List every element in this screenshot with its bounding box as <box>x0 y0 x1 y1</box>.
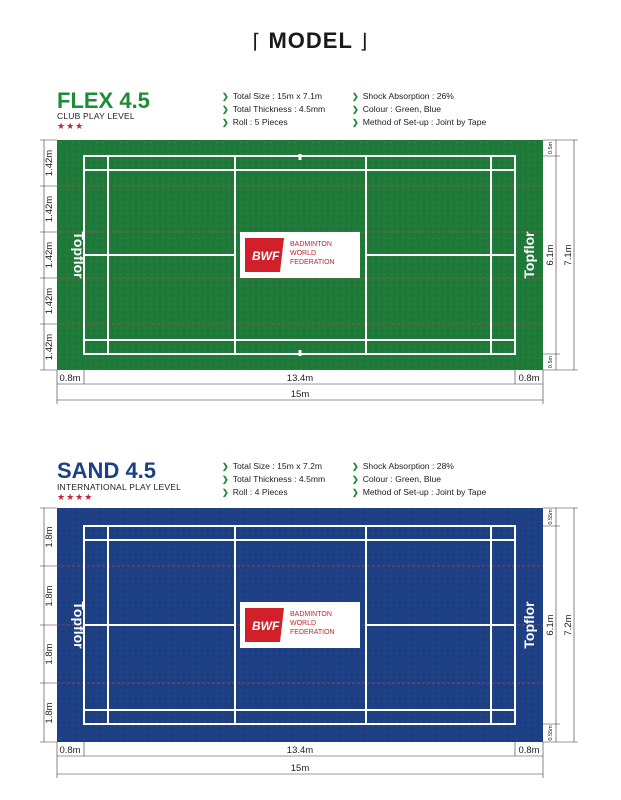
brand-right: Topflor <box>521 231 537 279</box>
chevron-right-icon: ❯ <box>352 475 359 484</box>
bwf-logo-text: BWF <box>252 249 280 263</box>
flex-specs-left: ❯Total Size : 15m x 7.1m ❯Total Thicknes… <box>222 90 325 129</box>
chevron-right-icon: ❯ <box>352 118 359 127</box>
right-dim-bottom: 0.55m <box>548 725 554 741</box>
bottom-dim-center: 13.4m <box>287 745 313 756</box>
spec-setup: Method of Set-up : Joint by Tape <box>362 117 487 127</box>
left-dim-5: 1.42m <box>44 334 55 360</box>
bottom-dim-center: 13.4m <box>287 373 313 384</box>
spec-shock: Shock Absorption : 28% <box>362 461 454 471</box>
right-dim-bottom: 0.5m <box>548 355 554 368</box>
bwf-line3: FEDERATION <box>290 259 335 266</box>
spec-total-size: Total Size : 15m x 7.2m <box>232 461 323 471</box>
bwf-logo-shape <box>245 238 284 272</box>
bwf-line2: WORLD <box>290 620 316 627</box>
page-title-text: MODEL <box>268 28 353 53</box>
outer-width-dim: 7.2m <box>563 614 574 635</box>
bottom-dim-left: 0.8m <box>59 373 80 384</box>
total-length-dim: 15m <box>291 389 310 400</box>
chevron-right-icon: ❯ <box>352 462 359 471</box>
right-dim-lines <box>543 507 578 743</box>
bottom-dim-left: 0.8m <box>59 745 80 756</box>
bottom-dim-lines <box>56 742 544 778</box>
spec-setup: Method of Set-up : Joint by Tape <box>362 487 487 497</box>
bwf-line1: BADMINTON <box>290 241 332 248</box>
chevron-right-icon: ❯ <box>222 475 229 484</box>
left-dim-2: 1.42m <box>44 196 55 222</box>
left-dim-4: 1.8m <box>44 702 55 723</box>
chevron-right-icon: ❯ <box>222 462 229 471</box>
sand-specs-right: ❯Shock Absorption : 28% ❯Colour : Green,… <box>352 460 486 499</box>
total-length-dim: 15m <box>291 763 310 774</box>
court-lines <box>83 154 516 356</box>
left-dim-lines <box>40 139 57 371</box>
chevron-right-icon: ❯ <box>352 92 359 101</box>
left-dim-2: 1.8m <box>44 585 55 606</box>
bwf-logo-shape <box>245 608 284 642</box>
spec-total-size: Total Size : 15m x 7.1m <box>232 91 323 101</box>
flex-model-name: FLEX 4.5 <box>57 88 150 113</box>
court-lines <box>83 525 516 725</box>
right-dim-top: 0.55m <box>548 509 554 525</box>
sand-stars: ★★★★ <box>57 492 94 502</box>
spec-thickness: Total Thickness : 4.5mm <box>232 474 326 484</box>
left-dim-1: 1.42m <box>44 150 55 176</box>
inner-width-dim: 6.1m <box>545 244 556 265</box>
sand-court-diagram: BWF BADMINTON WORLD FEDERATION Topflor T… <box>0 502 621 792</box>
chevron-right-icon: ❯ <box>222 105 229 114</box>
bracket-close: ⌋ <box>359 31 369 53</box>
flex-court-svg: BWF BADMINTON WORLD FEDERATION Topflor T… <box>40 139 578 404</box>
brand-left: Topflor <box>71 231 87 279</box>
chevron-right-icon: ❯ <box>222 488 229 497</box>
bottom-dim-right: 0.8m <box>518 745 539 756</box>
flex-court-diagram: BWF BADMINTON WORLD FEDERATION Topflor T… <box>0 134 621 414</box>
brand-right: Topflor <box>521 601 537 649</box>
left-dim-3: 1.8m <box>44 643 55 664</box>
outer-width-dim: 7.1m <box>563 244 574 265</box>
bottom-dim-lines <box>56 370 544 404</box>
sand-play-level: INTERNATIONAL PLAY LEVEL <box>57 482 181 492</box>
spec-roll: Roll : 5 Pieces <box>232 117 288 127</box>
chevron-right-icon: ❯ <box>352 105 359 114</box>
spec-colour: Colour : Green, Blue <box>362 104 442 114</box>
flex-stars: ★★★ <box>57 121 85 131</box>
right-dim-lines <box>543 139 578 371</box>
bracket-open: ⌈ <box>252 31 262 53</box>
bwf-line2: WORLD <box>290 250 316 257</box>
sand-specs-left: ❯Total Size : 15m x 7.2m ❯Total Thicknes… <box>222 460 325 499</box>
spec-thickness: Total Thickness : 4.5mm <box>232 104 326 114</box>
bwf-logo-text: BWF <box>252 619 280 633</box>
sand-model-name: SAND 4.5 <box>57 458 157 483</box>
inner-width-dim: 6.1m <box>545 614 556 635</box>
chevron-right-icon: ❯ <box>222 92 229 101</box>
flex-play-level: CLUB PLAY LEVEL <box>57 111 135 121</box>
left-dim-3: 1.42m <box>44 242 55 268</box>
sand-court-svg: BWF BADMINTON WORLD FEDERATION Topflor T… <box>40 507 578 778</box>
chevron-right-icon: ❯ <box>222 118 229 127</box>
brand-left: Topflor <box>71 601 87 649</box>
flex-specs-right: ❯Shock Absorption : 26% ❯Colour : Green,… <box>352 90 486 129</box>
left-dim-lines <box>40 507 57 743</box>
left-dim-4: 1.42m <box>44 288 55 314</box>
spec-colour: Colour : Green, Blue <box>362 474 442 484</box>
chevron-right-icon: ❯ <box>352 488 359 497</box>
bwf-line3: FEDERATION <box>290 629 335 636</box>
bottom-dim-right: 0.8m <box>518 373 539 384</box>
spec-shock: Shock Absorption : 26% <box>362 91 454 101</box>
right-dim-top: 0.5m <box>548 141 554 154</box>
spec-roll: Roll : 4 Pieces <box>232 487 288 497</box>
page-title: ⌈ MODEL ⌋ <box>0 28 621 54</box>
bwf-line1: BADMINTON <box>290 611 332 618</box>
left-dim-1: 1.8m <box>44 526 55 547</box>
